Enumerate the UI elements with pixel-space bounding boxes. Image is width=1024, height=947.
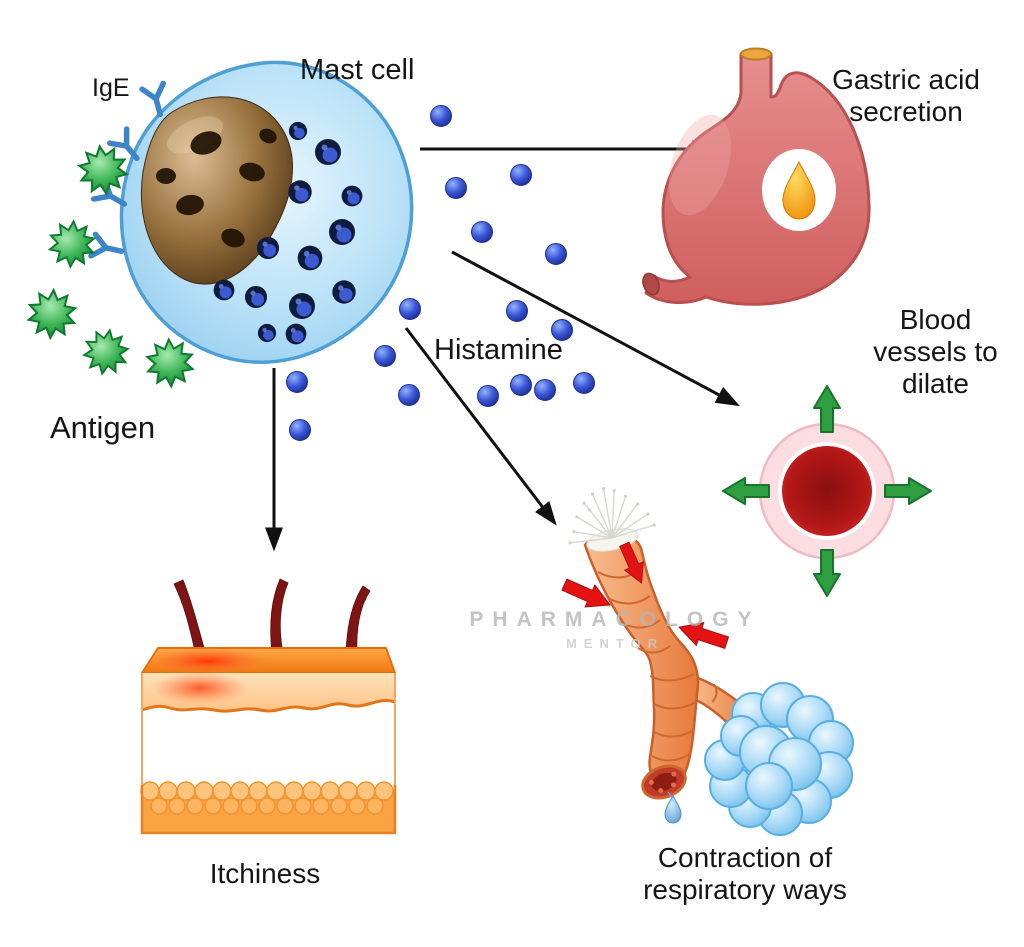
mast-cell-label: Mast cell (300, 54, 415, 86)
histamine-molecule (510, 164, 532, 186)
ige-label: IgE (92, 74, 130, 102)
histamine-molecule (477, 385, 499, 407)
fat-cells (140, 781, 394, 801)
inflammation-spot (150, 648, 266, 674)
mucus-drop-icon (664, 794, 682, 824)
histamine-molecule (534, 379, 556, 401)
blood-vessels-label: Blood vessels to dilate (873, 304, 998, 400)
histamine-molecule (471, 221, 493, 243)
nucleus-spots (156, 128, 277, 248)
cilia-fluff (568, 487, 656, 552)
histamine-molecule (430, 105, 452, 127)
histamine-molecule (445, 177, 467, 199)
acid-drop-icon (782, 160, 816, 220)
alveoli-cluster (704, 682, 854, 836)
histamine-molecule (398, 384, 420, 406)
skin-illustration (140, 578, 397, 835)
mast-cell-illustration (91, 60, 414, 364)
arrow-to-bronchus (404, 327, 557, 526)
histamine-label: Histamine (434, 334, 563, 366)
pylorus-cut (642, 272, 660, 296)
histamine-molecule (506, 300, 528, 322)
ige-receptor-icon (91, 234, 124, 262)
skin-hairs (173, 578, 371, 657)
bronchus-illustration (559, 487, 854, 836)
histamine-molecule (545, 243, 567, 265)
esophagus-cut (740, 47, 772, 61)
histamine-molecule (289, 419, 311, 441)
effect-arrows (265, 140, 740, 552)
bronchus-rings (597, 569, 718, 762)
fat-cells-row2 (150, 797, 384, 815)
histamine-molecule (510, 374, 532, 396)
respiratory-label: Contraction of respiratory ways (643, 842, 847, 906)
bronchus-cross-section (641, 764, 687, 800)
vessel-lumen (782, 446, 872, 536)
mast-cell-nucleus (140, 96, 294, 285)
histamine-molecule (286, 371, 308, 393)
blood-vessel-illustration (722, 385, 932, 597)
antigen-label: Antigen (50, 410, 156, 445)
histamine-molecule (374, 345, 396, 367)
antigen-particle (80, 327, 132, 377)
antigen-particle (20, 282, 84, 346)
arrow-to-vessel (451, 250, 740, 407)
stomach-illustration (642, 47, 871, 306)
bronchus-tube (583, 532, 700, 789)
antigen-particle (43, 216, 101, 272)
gastric-acid-label: Gastric acid secretion (832, 64, 980, 128)
itchiness-label: Itchiness (209, 858, 321, 889)
histamine-molecule (399, 298, 421, 320)
histamine-molecule (573, 372, 595, 394)
